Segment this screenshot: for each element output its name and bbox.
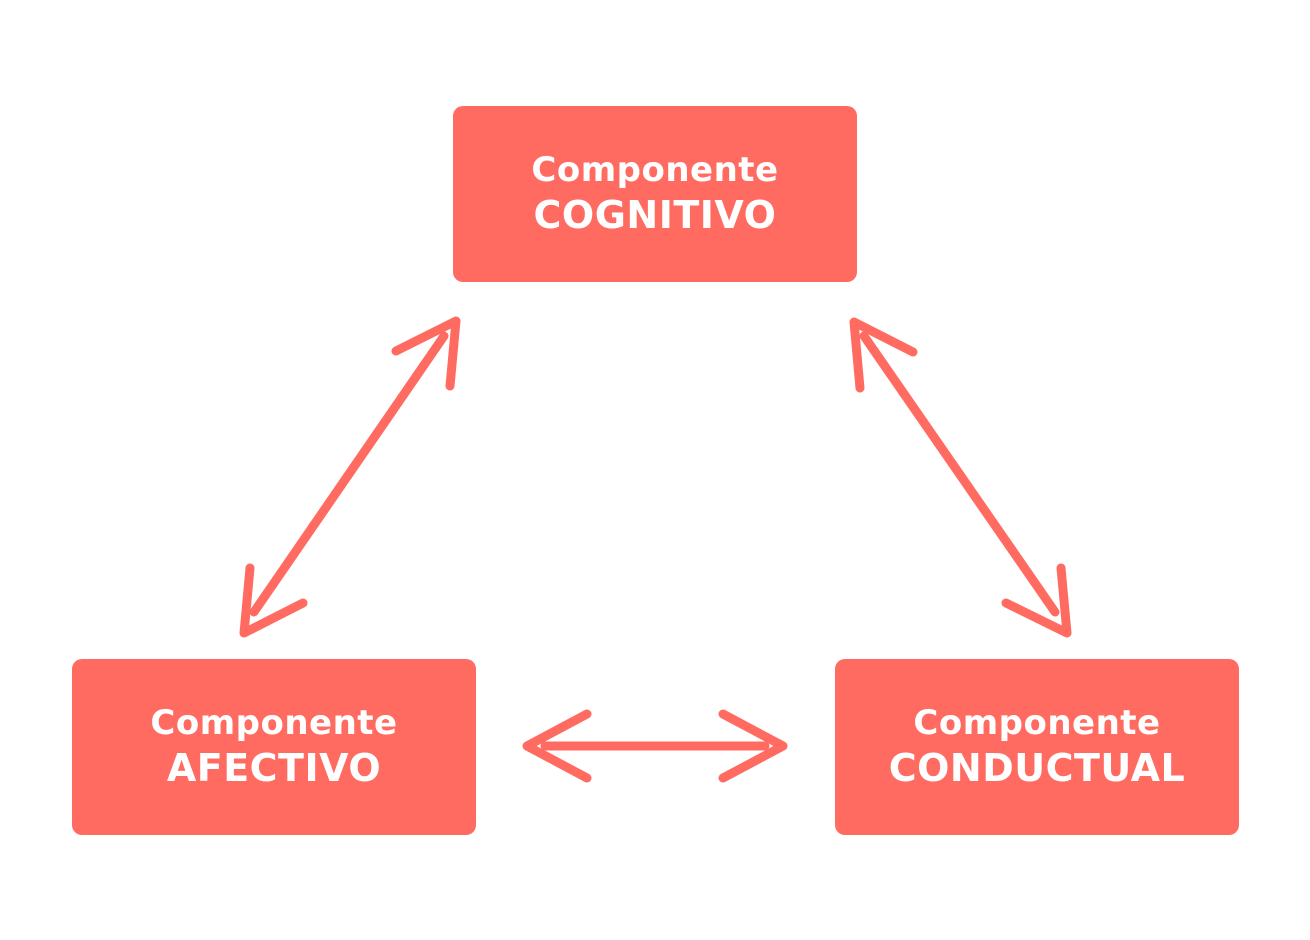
edge-affective-behavioral-head-right	[718, 709, 788, 783]
edge-cognitive-behavioral-shaft	[859, 331, 1060, 617]
edge-cognitive-behavioral-head-top	[849, 317, 918, 393]
edge-cognitive-behavioral-head-bottom	[1001, 563, 1072, 638]
edge-affective-behavioral-head-left	[522, 709, 592, 783]
edge-affective-behavioral	[522, 709, 788, 783]
node-affective: Componente AFECTIVO	[72, 659, 476, 835]
node-behavioral-label-top: Componente	[913, 703, 1161, 743]
node-affective-label-main: AFECTIVO	[166, 746, 382, 790]
node-cognitive-label-main: COGNITIVO	[533, 193, 777, 237]
edge-cognitive-affective-head-top	[391, 316, 461, 391]
node-affective-label-top: Componente	[150, 703, 398, 743]
node-behavioral-label-main: CONDUCTUAL	[888, 746, 1186, 790]
edge-cognitive-affective	[239, 316, 461, 638]
node-behavioral: Componente CONDUCTUAL	[835, 659, 1239, 835]
node-cognitive-label-top: Componente	[531, 150, 779, 190]
edge-cognitive-affective-head-bottom	[239, 563, 308, 638]
edge-cognitive-affective-shaft	[249, 331, 449, 617]
edge-cognitive-behavioral	[849, 317, 1072, 638]
node-cognitive: Componente COGNITIVO	[453, 106, 857, 282]
